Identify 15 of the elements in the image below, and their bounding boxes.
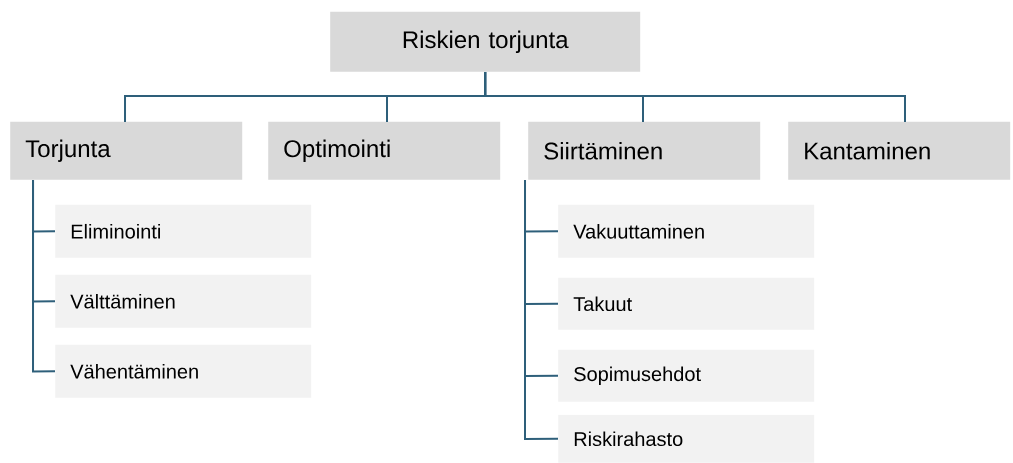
item-box: Takuut (558, 277, 815, 330)
connector-line (32, 179, 56, 373)
item-box: Välttäminen (55, 274, 312, 328)
item-box: Vähentäminen (55, 344, 312, 398)
connector-line (484, 71, 906, 123)
category-box: Kantaminen (788, 121, 1011, 180)
item-box: Riskirahasto (558, 414, 815, 463)
connector-line (524, 179, 559, 440)
item-box: Eliminointi (55, 204, 312, 258)
root-box: Riskien torjunta (330, 11, 641, 72)
item-box: Vakuuttaminen (558, 204, 815, 258)
category-box: Siirtäminen (528, 121, 761, 180)
item-box: Sopimusehdot (558, 349, 815, 402)
category-box: Torjunta (10, 121, 243, 180)
category-box: Optimointi (268, 121, 501, 180)
